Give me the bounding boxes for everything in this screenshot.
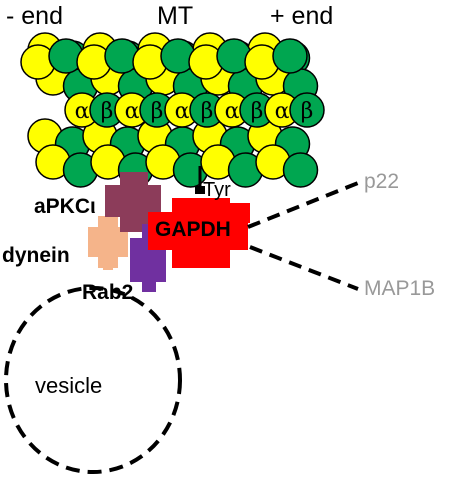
beta-label: β [251, 99, 264, 124]
alpha-label: α [175, 99, 190, 124]
vesicle-membrane [4, 286, 182, 474]
rab2-label: Rab2 [82, 281, 133, 304]
gapdh-shape [148, 198, 250, 268]
beta-tubulin [282, 152, 319, 188]
p22-interaction-line [247, 181, 359, 229]
gapdh-label: GAPDH [155, 218, 231, 241]
beta-label: β [301, 99, 314, 124]
tyr-tail [195, 166, 205, 194]
p22-label: p22 [364, 170, 399, 193]
apkc-label: aPKCι [34, 195, 96, 218]
plus-end-label: + end [270, 2, 333, 30]
beta-label: β [201, 99, 214, 124]
alpha-label: α [125, 99, 140, 124]
map1b-interaction-line [249, 245, 359, 291]
dynein-label: dynein [2, 244, 70, 267]
interaction-lines [247, 181, 359, 291]
minus-end-label: - end [6, 2, 63, 30]
alpha-label: α [75, 99, 90, 124]
dynein-shape [88, 216, 128, 270]
beta-tubulin [289, 92, 325, 128]
alpha-label: α [275, 99, 290, 124]
map1b-label: MAP1B [364, 277, 435, 300]
beta-tubulin [272, 38, 308, 74]
apkc-shape [105, 172, 161, 232]
alpha-label: α [225, 99, 240, 124]
mt-label: MT [157, 2, 193, 30]
tyr-label: Tyr [203, 179, 231, 201]
beta-label: β [151, 99, 164, 124]
vesicle-label: vesicle [35, 373, 102, 398]
beta-label: β [101, 99, 114, 124]
microtubule-back-lattice [20, 32, 319, 188]
